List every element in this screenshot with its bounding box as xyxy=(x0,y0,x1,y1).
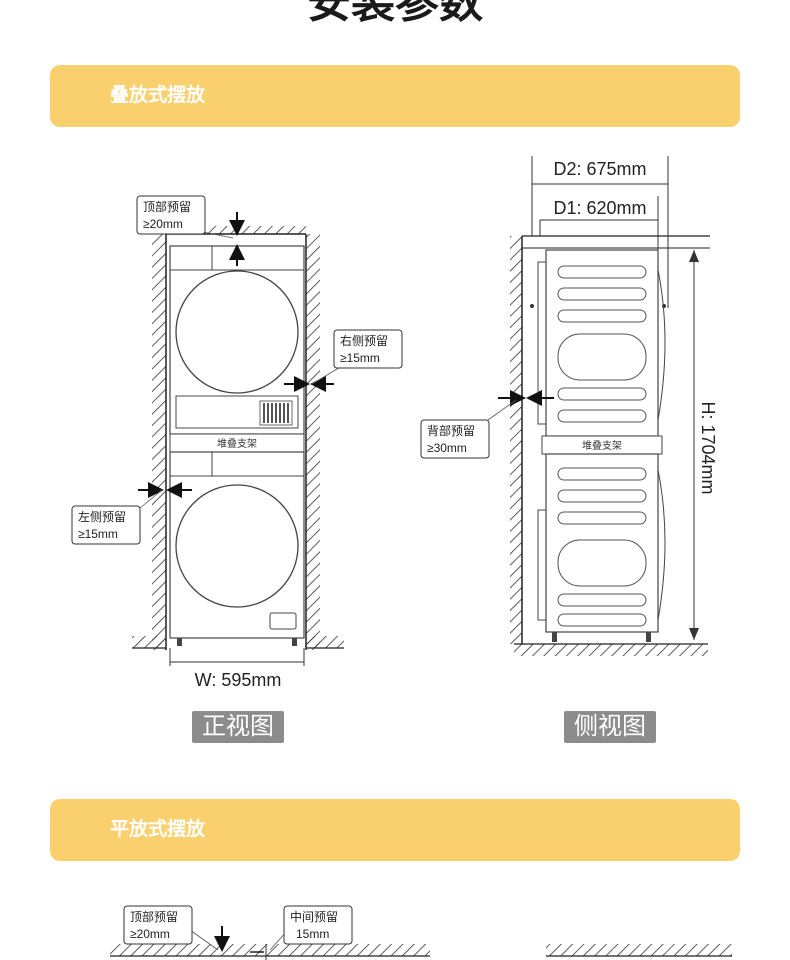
front-view: 堆叠支架 顶部预留 ≥20mm 右侧预留 ≥15mm 左侧预留 ≥15mm xyxy=(71,195,403,690)
section-title-flat: 平放式摆放 xyxy=(110,819,206,840)
left-wall xyxy=(152,234,166,650)
section-banner-stacked: 叠放式摆放 xyxy=(50,65,740,127)
section-title-stacked: 叠放式摆放 xyxy=(110,85,206,106)
flat-top-clearance-label: 顶部预留 xyxy=(130,909,178,924)
flat-middle-clearance-callout xyxy=(283,905,353,945)
back-clearance-value: ≥30mm xyxy=(427,441,467,455)
back-clearance-callout xyxy=(420,419,490,459)
flat-middle-clearance-label: 中间预留 xyxy=(290,909,338,924)
top-clearance-label: 顶部预留 xyxy=(143,199,191,214)
flat-top-clearance-callout xyxy=(123,905,193,945)
lower-door xyxy=(175,484,299,608)
width-dimension: W: 595mm xyxy=(195,670,282,690)
depth2-dimension: D2: 675mm xyxy=(553,159,646,179)
side-stack-bracket-label: 堆叠支架 xyxy=(582,440,622,452)
vent-grille xyxy=(259,400,293,426)
side-view-caption: 侧视图 xyxy=(564,711,656,743)
upper-door xyxy=(175,270,299,394)
left-clearance-callout xyxy=(71,505,141,545)
right-wall xyxy=(306,234,320,650)
back-clearance-label: 背部预留 xyxy=(427,423,475,438)
left-clearance-value: ≥15mm xyxy=(78,527,118,541)
flat-middle-clearance-value: 15mm xyxy=(296,927,329,941)
right-clearance-callout xyxy=(333,329,403,369)
front-stack-bracket-label: 堆叠支架 xyxy=(217,438,257,450)
right-clearance-label: 右侧预留 xyxy=(340,333,388,348)
filter-cover xyxy=(269,612,297,630)
height-dimension: H: 1704mm xyxy=(698,401,718,494)
top-clearance-value: ≥20mm xyxy=(143,217,183,231)
flat-top-clearance-value: ≥20mm xyxy=(130,927,170,941)
front-view-caption: 正视图 xyxy=(192,711,284,743)
page-title: 安装参数 xyxy=(307,0,483,27)
left-clearance-label: 左侧预留 xyxy=(78,509,126,524)
section-banner-flat: 平放式摆放 xyxy=(50,799,740,861)
right-clearance-value: ≥15mm xyxy=(340,351,380,365)
depth1-dimension: D1: 620mm xyxy=(553,198,646,218)
flat-layout-view: 顶部预留 ≥20mm 中间预留 15mm xyxy=(110,905,732,960)
back-wall xyxy=(510,236,522,644)
side-view: D2: 675mm D1: 620mm 堆叠支架 背部预留 xyxy=(420,156,718,656)
flat-ceiling-right xyxy=(546,944,732,956)
floor xyxy=(514,644,708,656)
top-clearance-callout xyxy=(136,195,206,235)
